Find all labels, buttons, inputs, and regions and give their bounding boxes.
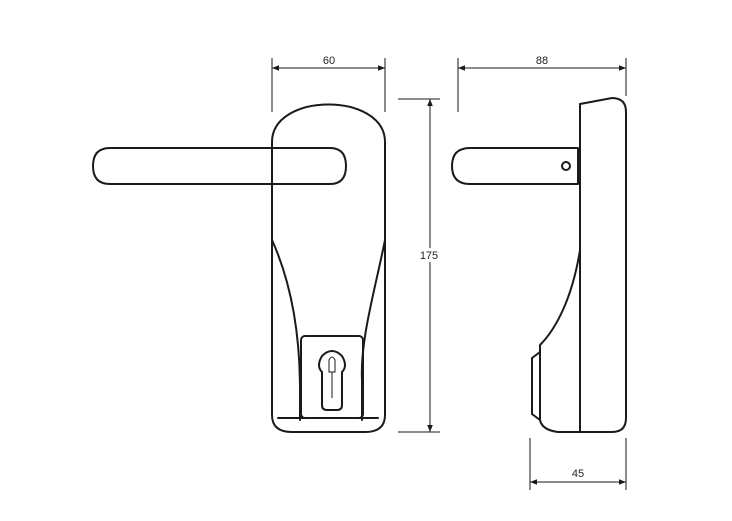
- front-view: [92, 103, 386, 433]
- keyhole-icon: [318, 350, 346, 411]
- front-lever-handle: [92, 147, 347, 185]
- dim-label-side-depth: 88: [536, 55, 548, 67]
- dimension-base-depth: 45: [529, 438, 627, 490]
- front-body-curve: [271, 239, 386, 421]
- front-backplate: [271, 103, 386, 433]
- keyhole-inner: [328, 356, 336, 373]
- side-body-curve: [539, 249, 581, 433]
- side-view: [451, 97, 627, 433]
- dimension-side-depth: 88: [457, 55, 627, 112]
- lever-screw-icon: [561, 161, 571, 171]
- front-cylinder-housing: [300, 335, 364, 419]
- dim-label-height: 175: [420, 250, 438, 262]
- side-cylinder: [531, 351, 541, 421]
- side-lever: [451, 147, 579, 185]
- dim-label-front-width: 60: [323, 55, 335, 67]
- dim-label-base-depth: 45: [572, 468, 584, 480]
- dimension-front-width: 60: [271, 55, 386, 112]
- side-plate: [579, 97, 627, 433]
- dimension-height: 175: [398, 98, 442, 433]
